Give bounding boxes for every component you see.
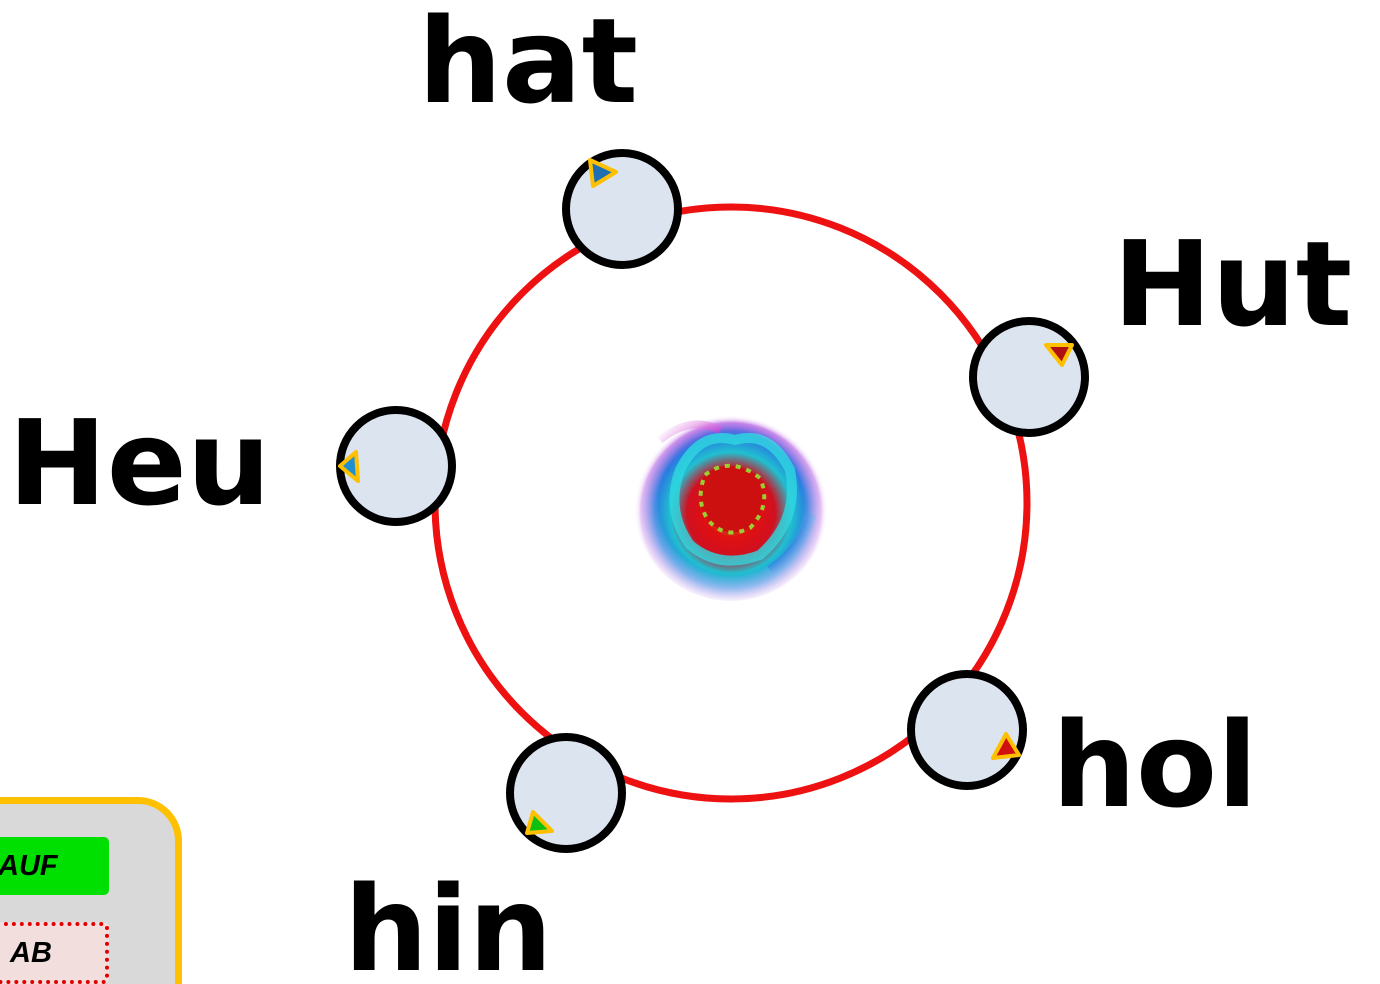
- word-label-hin: hin: [344, 870, 552, 984]
- word-label-hol: hol: [1052, 706, 1258, 824]
- word-label-hut: Hut: [1113, 225, 1352, 343]
- node-hin[interactable]: [510, 737, 622, 849]
- flower-image: [631, 403, 831, 603]
- word-label-heu: Heu: [8, 404, 271, 522]
- node-heu[interactable]: [340, 410, 452, 522]
- down-button[interactable]: AB: [0, 922, 109, 984]
- node-hol[interactable]: [911, 674, 1023, 786]
- up-button[interactable]: AUF: [0, 837, 109, 895]
- word-label-hat: hat: [418, 2, 638, 120]
- node-hat[interactable]: [566, 153, 678, 265]
- node-hut[interactable]: [973, 321, 1085, 433]
